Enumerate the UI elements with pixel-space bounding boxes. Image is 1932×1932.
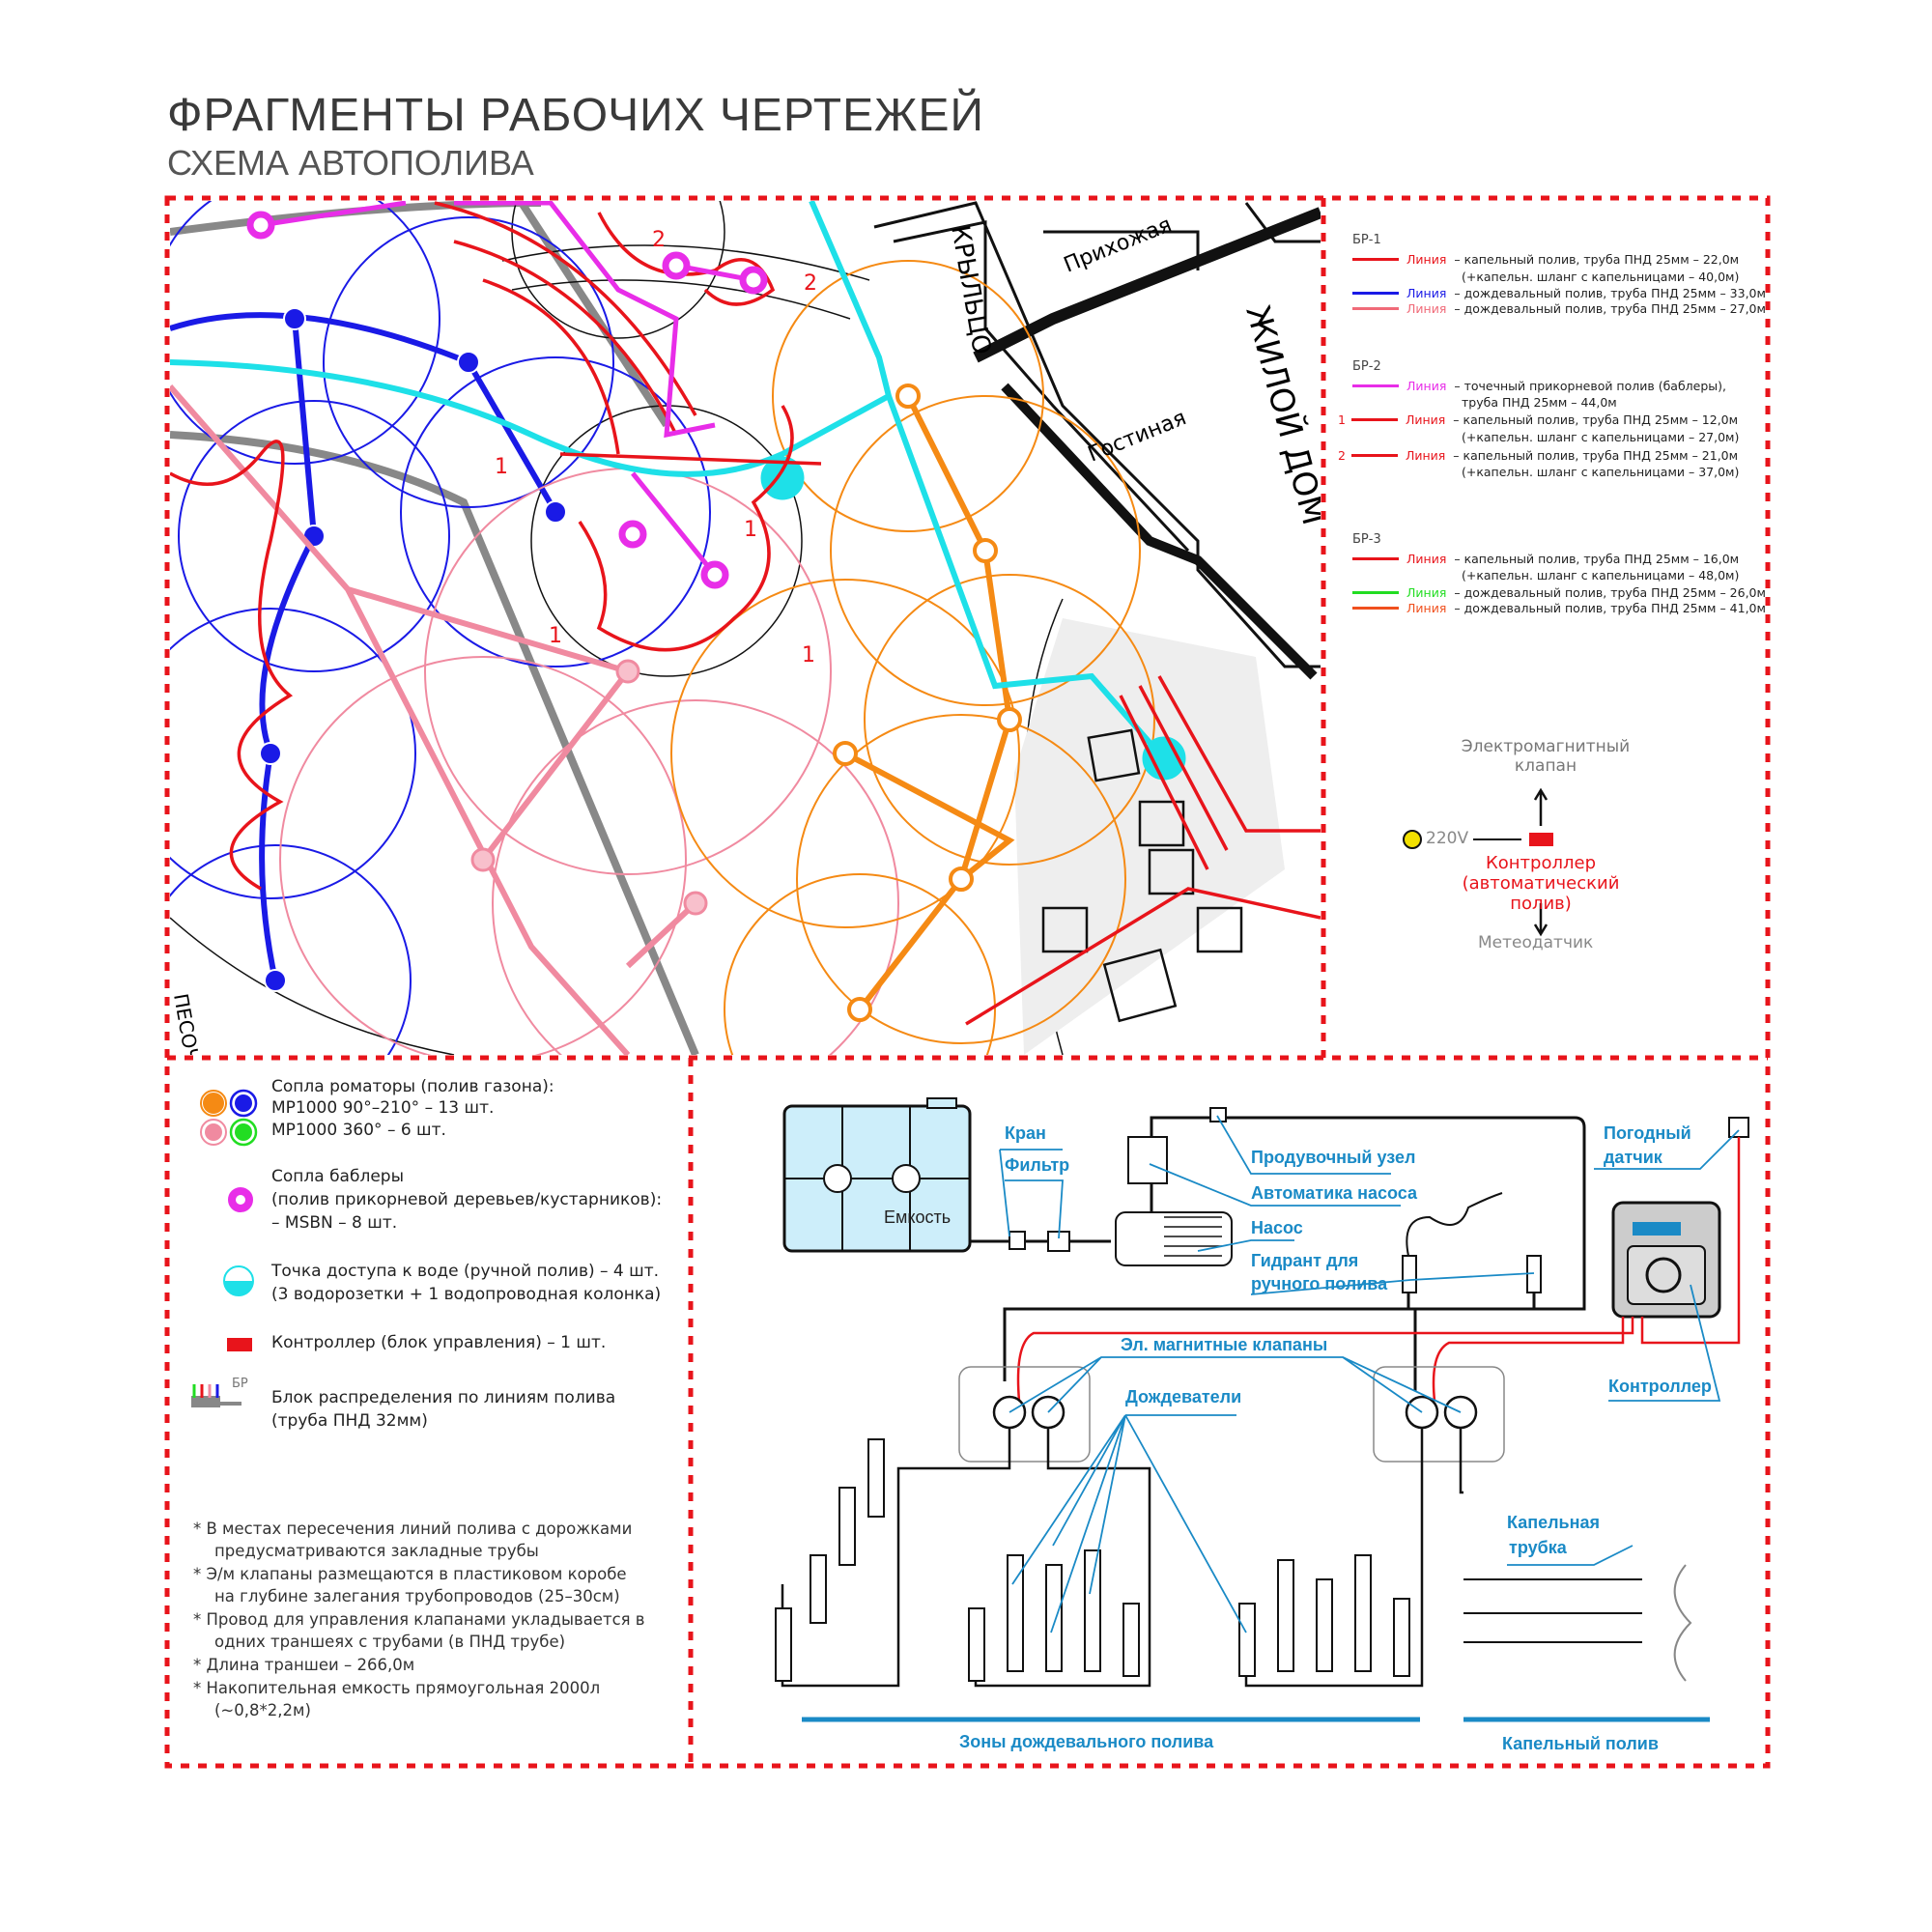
drip-tube xyxy=(1463,1564,1692,1682)
label-porch: КРЫЛЬЦО xyxy=(945,223,996,356)
valve-boxes xyxy=(958,1366,1505,1463)
label-sandbox: ПЕСОЧ xyxy=(170,992,204,1055)
distribution-block-icon xyxy=(191,1384,242,1407)
line-number: 1 xyxy=(802,643,815,668)
controller-device-label: Контроллер xyxy=(1608,1377,1712,1396)
tap-icon xyxy=(1009,1231,1026,1250)
weather-sensor-label: Погодный xyxy=(1604,1123,1691,1143)
weather-sensor-icon xyxy=(1728,1117,1749,1138)
group-label: БР-3 xyxy=(1352,532,1381,547)
drip-tube-label: трубка xyxy=(1509,1538,1567,1557)
orange-rotator-icon xyxy=(203,1093,224,1114)
line-number: 2 xyxy=(652,228,666,252)
pump-icon xyxy=(1115,1211,1233,1266)
line-swatch xyxy=(1352,607,1399,610)
label-house: ЖИЛОЙ ДОМ xyxy=(1237,301,1321,529)
group-label: БР-2 xyxy=(1352,359,1381,374)
symbols-legend-icons xyxy=(191,1089,258,1407)
group-label: БР-1 xyxy=(1352,233,1381,247)
socket-icon xyxy=(1403,830,1422,849)
leader-lines xyxy=(999,1115,1740,1634)
valves-label: Эл. магнитные клапаны xyxy=(1121,1335,1328,1354)
label-hallway: Прихожая xyxy=(1061,213,1176,277)
gravel-area xyxy=(1014,618,1285,1055)
arrow-down-icon xyxy=(1533,903,1548,937)
page-subtitle: СХЕМА АВТОПОЛИВА xyxy=(167,143,534,183)
line-swatch xyxy=(1352,557,1399,560)
irrigation-plan: КРЫЛЬЦО Прихожая ЖИЛОЙ ДОМ Гостиная ПЕСО… xyxy=(170,201,1321,1055)
line-swatch xyxy=(1350,418,1398,421)
hydrant-label: Гидрант для xyxy=(1251,1251,1359,1270)
sprinklers-label: Дождеватели xyxy=(1125,1387,1242,1406)
line-swatch xyxy=(1352,258,1399,261)
sensor-label: Метеодатчик xyxy=(1478,933,1594,952)
scheme-arrows xyxy=(1403,787,1553,937)
blue-rotator-icon xyxy=(229,1089,258,1118)
blowoff-valve-icon xyxy=(1209,1107,1227,1122)
controller-symbol xyxy=(1529,833,1553,846)
tap-label: Кран xyxy=(1005,1123,1046,1143)
cyan-line xyxy=(170,201,1162,755)
sprinkler-zones-label: Зоны дождевального полива xyxy=(959,1732,1214,1751)
line-swatch xyxy=(1352,307,1399,310)
pump-label: Насос xyxy=(1251,1218,1303,1237)
system-diagram xyxy=(775,1097,1749,1722)
drip-zone-label: Капельный полив xyxy=(1502,1734,1659,1753)
orange-line xyxy=(843,394,1015,1011)
pink-rotator-icon xyxy=(200,1119,227,1146)
tank xyxy=(782,1097,972,1253)
line-swatch xyxy=(1352,384,1399,387)
hydrant-icon xyxy=(1402,1192,1542,1293)
line-number: 1 xyxy=(549,624,562,648)
arrow-up-icon xyxy=(1533,787,1548,826)
orange-spray-zones xyxy=(670,260,1155,1055)
control-wires xyxy=(1016,1137,1741,1402)
filter-label: Фильтр xyxy=(1005,1155,1070,1175)
pump-automation-box xyxy=(1127,1136,1168,1184)
green-rotator-icon xyxy=(229,1118,258,1147)
blue-spray-zones xyxy=(170,201,711,1055)
line-swatch xyxy=(1352,591,1399,594)
controller-icon xyxy=(227,1338,252,1351)
line-swatch xyxy=(1352,292,1399,295)
drip-tube-label: Капельная xyxy=(1507,1513,1600,1532)
tank-label: Емкость xyxy=(884,1208,952,1227)
magenta-line xyxy=(260,201,754,577)
line-number: 1 xyxy=(744,518,757,542)
path-border xyxy=(170,431,699,1055)
hydrant-label: ручного полива xyxy=(1251,1274,1388,1293)
pink-spray-zones xyxy=(279,468,899,1055)
red-drip-lines xyxy=(170,201,1321,1026)
sprinkler-heads xyxy=(775,1438,1410,1682)
controller-device xyxy=(1611,1201,1721,1319)
line-swatch xyxy=(1350,454,1398,457)
outer-dashed-border xyxy=(164,195,1771,1769)
bubbler-icon xyxy=(228,1187,253,1212)
page-title: ФРАГМЕНТЫ РАБОЧИХ ЧЕРТЕЖЕЙ xyxy=(167,90,984,141)
blowoff-label: Продувочный узел xyxy=(1251,1148,1416,1167)
pump-automation-label: Автоматика насоса xyxy=(1251,1183,1418,1203)
line-number: 2 xyxy=(804,271,817,296)
water-point-icon xyxy=(223,1265,254,1296)
bubbler-nozzles xyxy=(246,211,768,589)
label-living-room: Гостиная xyxy=(1085,406,1190,467)
line-number: 1 xyxy=(495,455,508,479)
house-outline xyxy=(873,201,1321,680)
weather-sensor-label: датчик xyxy=(1604,1148,1662,1167)
controller-label: Контроллер(автоматический полив) xyxy=(1462,853,1620,914)
power-label: 220V xyxy=(1426,829,1469,848)
